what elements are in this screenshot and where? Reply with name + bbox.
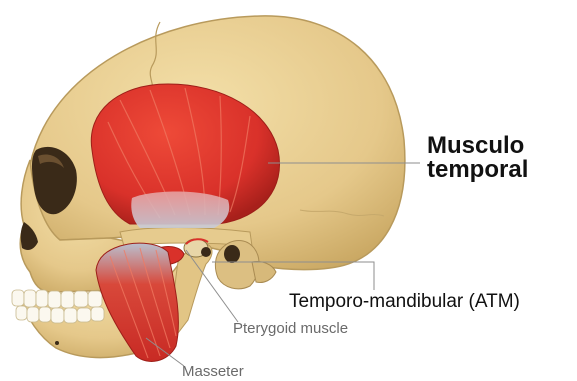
upper-teeth (12, 290, 102, 308)
tmj-joint (184, 239, 211, 257)
label-atm: Temporo-mandibular (ATM) (289, 291, 520, 313)
label-masseter: Masseter (182, 363, 244, 380)
label-pterygoid: Pterygoid muscle (233, 320, 348, 337)
label-temporal-line2: temporal (427, 158, 528, 182)
label-musculo-temporal: Musculo temporal (427, 134, 528, 182)
label-temporal-line1: Musculo (427, 134, 528, 158)
ear-canal (224, 245, 240, 263)
